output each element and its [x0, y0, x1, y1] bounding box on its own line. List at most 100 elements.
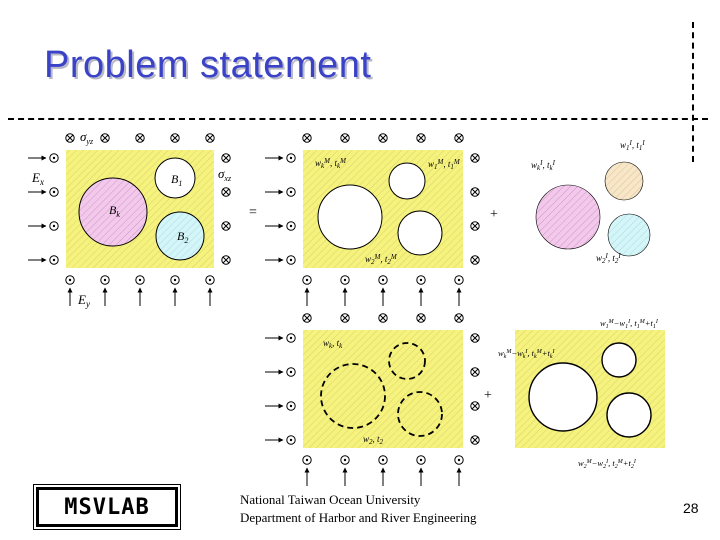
out-of-page-dot: [52, 190, 56, 194]
into-page-cross: [341, 314, 349, 322]
page-title: Problem statement: [44, 44, 372, 86]
into-page-cross: [455, 134, 463, 142]
annotation-k: wkI, tkI: [531, 159, 556, 172]
into-page-cross: [222, 222, 230, 230]
into-page-cross: [471, 368, 479, 376]
annotation-2: w2M−w2I, t2M+t2I: [578, 458, 637, 470]
out-of-page-dot: [289, 438, 293, 442]
hole-1: [388, 162, 426, 200]
out-of-page-dot: [381, 458, 385, 462]
out-of-page-dot: [343, 278, 347, 282]
panel-dashed-inclusions: wk, tk w2, t2: [303, 330, 463, 448]
out-of-page-dot: [52, 258, 56, 262]
into-page-cross: [455, 314, 463, 322]
into-page-cross: [471, 402, 479, 410]
into-page-cross: [471, 256, 479, 264]
panel-inclusions: w1I, t1I wkI, tkI w2I, t2I: [531, 139, 651, 265]
out-of-page-dot: [457, 458, 461, 462]
out-of-page-dot: [52, 156, 56, 160]
annotation-k: wk, tk: [323, 338, 343, 350]
out-of-page-dot: [289, 190, 293, 194]
panel-exterior: wkM, tkM w1M, t1M w2M, t2M: [303, 150, 463, 268]
out-of-page-dot: [208, 278, 212, 282]
hole-2: [606, 392, 652, 438]
divider-line: [8, 118, 708, 120]
into-page-cross: [379, 134, 387, 142]
footer-department: Department of Harbor and River Engineeri…: [240, 510, 477, 525]
out-of-page-dot: [381, 278, 385, 282]
inclusion-bk: [78, 177, 148, 247]
label-b1: B1: [171, 172, 182, 188]
dashed-circle-1: [388, 342, 426, 380]
into-page-cross: [303, 314, 311, 322]
hole-k: [317, 184, 383, 250]
out-of-page-dot: [289, 404, 293, 408]
out-of-page-dot: [305, 458, 309, 462]
label-sigma-yz: σyz: [80, 129, 94, 146]
into-page-cross: [471, 188, 479, 196]
operator-plus-1: +: [490, 207, 498, 222]
label-ex: Ex: [31, 170, 44, 187]
out-of-page-dot: [457, 278, 461, 282]
label-ey: Ey: [77, 292, 90, 309]
hole-k: [528, 362, 598, 432]
inclusion-2: [607, 213, 651, 257]
page-number: 28: [683, 500, 699, 516]
out-of-page-dot: [305, 278, 309, 282]
operator-equals: =: [249, 205, 257, 220]
lab-logo: MSVLAB: [33, 484, 181, 530]
operator-plus-2: +: [484, 388, 492, 403]
into-page-cross: [471, 436, 479, 444]
footer: National Taiwan Ocean University Departm…: [240, 491, 476, 527]
footer-university: National Taiwan Ocean University: [240, 492, 421, 507]
out-of-page-dot: [68, 278, 72, 282]
into-page-cross: [471, 334, 479, 342]
panel-original: B1 Bk B2 Ex Ey σyz σxz: [31, 129, 232, 309]
out-of-page-dot: [138, 278, 142, 282]
annotation-k: wkM−wkI, tkM+tkI: [498, 348, 556, 360]
into-page-cross: [101, 134, 109, 142]
into-page-cross: [66, 134, 74, 142]
into-page-cross: [171, 134, 179, 142]
panel-interface: w1M−w1I, t1M+t1I wkM−wkI, tkM+tkI w2M−w2…: [498, 318, 665, 470]
out-of-page-dot: [289, 336, 293, 340]
hole-2: [397, 210, 443, 256]
out-of-page-dot: [289, 370, 293, 374]
out-of-page-dot: [173, 278, 177, 282]
into-page-cross: [206, 134, 214, 142]
label-b2: B2: [177, 229, 188, 245]
into-page-cross: [417, 314, 425, 322]
into-page-cross: [379, 314, 387, 322]
inclusion-b2: [155, 211, 205, 261]
dashed-circle-k: [320, 363, 386, 429]
into-page-cross: [136, 134, 144, 142]
inclusion-b1: [154, 157, 196, 199]
out-of-page-dot: [289, 156, 293, 160]
out-of-page-dot: [103, 278, 107, 282]
into-page-cross: [341, 134, 349, 142]
out-of-page-dot: [289, 224, 293, 228]
into-page-cross: [222, 256, 230, 264]
out-of-page-dot: [419, 458, 423, 462]
out-of-page-dot: [343, 458, 347, 462]
label-sigma-xz: σxz: [218, 166, 232, 183]
out-of-page-dot: [419, 278, 423, 282]
out-of-page-dot: [289, 258, 293, 262]
into-page-cross: [303, 134, 311, 142]
into-page-cross: [222, 188, 230, 196]
into-page-cross: [417, 134, 425, 142]
out-of-page-dot: [52, 224, 56, 228]
into-page-cross: [222, 154, 230, 162]
divider-line-vertical: [692, 22, 694, 162]
dashed-circle-2: [397, 391, 443, 437]
annotation-1: w1I, t1I: [620, 139, 645, 152]
label-bk: Bk: [109, 203, 120, 219]
into-page-cross: [471, 222, 479, 230]
inclusion-k: [535, 184, 601, 250]
hole-1: [601, 342, 637, 378]
annotation-1: w1M−w1I, t1M+t1I: [600, 318, 659, 330]
problem-diagram: B1 Bk B2 Ex Ey σyz σxz wkM, tkM w1M, t1M…: [28, 129, 665, 486]
annotation-2: w2I, t2I: [596, 252, 621, 265]
load-symbols: [28, 133, 480, 486]
inclusion-1: [604, 161, 644, 201]
